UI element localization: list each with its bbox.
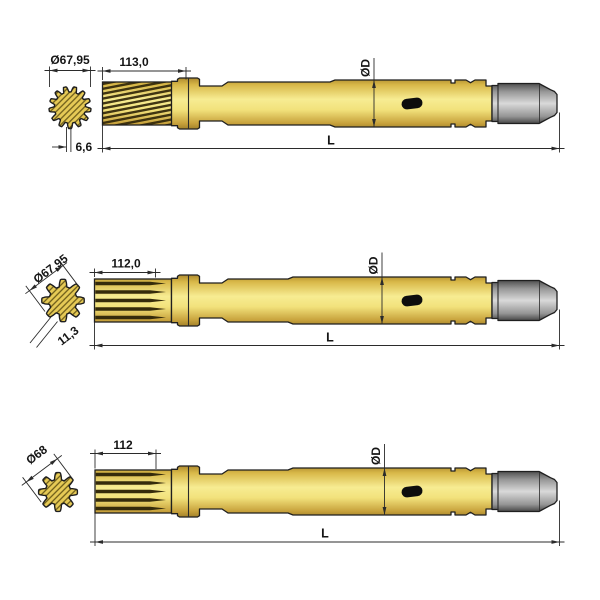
dimension-arrow <box>102 69 111 73</box>
dimension-arrow <box>372 119 376 127</box>
dimension-arrow <box>29 284 37 291</box>
length-label: L <box>327 134 335 148</box>
dimension-arrow <box>49 68 58 73</box>
dimension-line <box>25 285 46 312</box>
dimension-arrow <box>102 146 111 151</box>
diameter-label: Ø68 <box>23 442 50 467</box>
striking-end <box>491 470 558 513</box>
dimension-line <box>59 260 79 287</box>
dimension-arrow <box>49 458 58 466</box>
spline-cross-section <box>41 278 85 323</box>
dimensions <box>21 444 565 546</box>
shank-adapter-drawing-1: Ø67,95 113,0 6,6 ØD L <box>44 53 565 154</box>
dimension-arrow <box>380 277 384 285</box>
flushing-hole <box>401 485 423 498</box>
dimension-arrow <box>551 146 560 151</box>
spline-length-label: 112,0 <box>111 257 141 271</box>
dimension-line <box>53 453 73 479</box>
dimension-arrow <box>95 540 103 544</box>
helical-spline-shaft <box>101 81 174 126</box>
drill-body <box>170 465 493 518</box>
dimension-arrow <box>551 343 560 348</box>
flushing-hole <box>401 294 423 307</box>
spline-length-label: 113,0 <box>119 55 149 69</box>
dimension-line <box>22 477 42 503</box>
length-label: L <box>321 527 329 541</box>
shank-adapter-drawing-3: Ø68 112 ØD L <box>21 438 565 546</box>
body-diameter-label: ØD <box>359 59 373 77</box>
spline-cross-section <box>37 471 79 513</box>
dimension-arrow <box>58 145 67 149</box>
dimension-arrow <box>55 265 63 272</box>
length-label: L <box>326 331 334 345</box>
dimension-arrow <box>382 468 387 476</box>
dimension-arrow <box>380 316 384 324</box>
dimension-arrow <box>94 343 103 348</box>
straight-spline-shaft <box>94 469 173 514</box>
spline-width-label: 11,3 <box>55 323 82 348</box>
spline-width-label: 6,6 <box>76 140 93 154</box>
dimensions <box>44 58 565 153</box>
body-diameter-label: ØD <box>369 447 383 465</box>
drawing-2-shapes <box>25 252 565 350</box>
dimension-arrow <box>26 475 34 483</box>
dimension-arrow <box>372 80 376 88</box>
spline-cross-section <box>48 86 92 130</box>
dimension-arrow <box>94 270 103 275</box>
dimension-arrow <box>95 451 103 456</box>
shank-adapter-drawing-2: Ø67,95 11,3 112,0 ØD L <box>25 251 565 350</box>
dimension-arrow <box>82 68 91 73</box>
body-diameter-label: ØD <box>367 256 381 274</box>
striking-end <box>491 82 558 125</box>
dimension-arrow <box>551 540 560 544</box>
drill-body <box>170 274 493 327</box>
striking-end <box>491 279 558 322</box>
dimensions <box>25 252 565 350</box>
dimension-line <box>36 321 58 348</box>
drawing-1-shapes <box>44 58 565 153</box>
diameter-label: Ø67,95 <box>50 53 90 67</box>
dimension-arrow <box>148 451 156 456</box>
flushing-hole <box>401 97 423 110</box>
straight-spline-shaft <box>93 278 173 323</box>
drill-body <box>170 77 493 130</box>
spline-length-label: 112 <box>113 438 133 452</box>
drawing-3-shapes <box>21 444 565 546</box>
dimension-arrow <box>147 270 156 275</box>
dimension-arrow <box>382 507 387 515</box>
dimension-arrow <box>178 69 186 73</box>
dimension-line <box>29 316 52 344</box>
